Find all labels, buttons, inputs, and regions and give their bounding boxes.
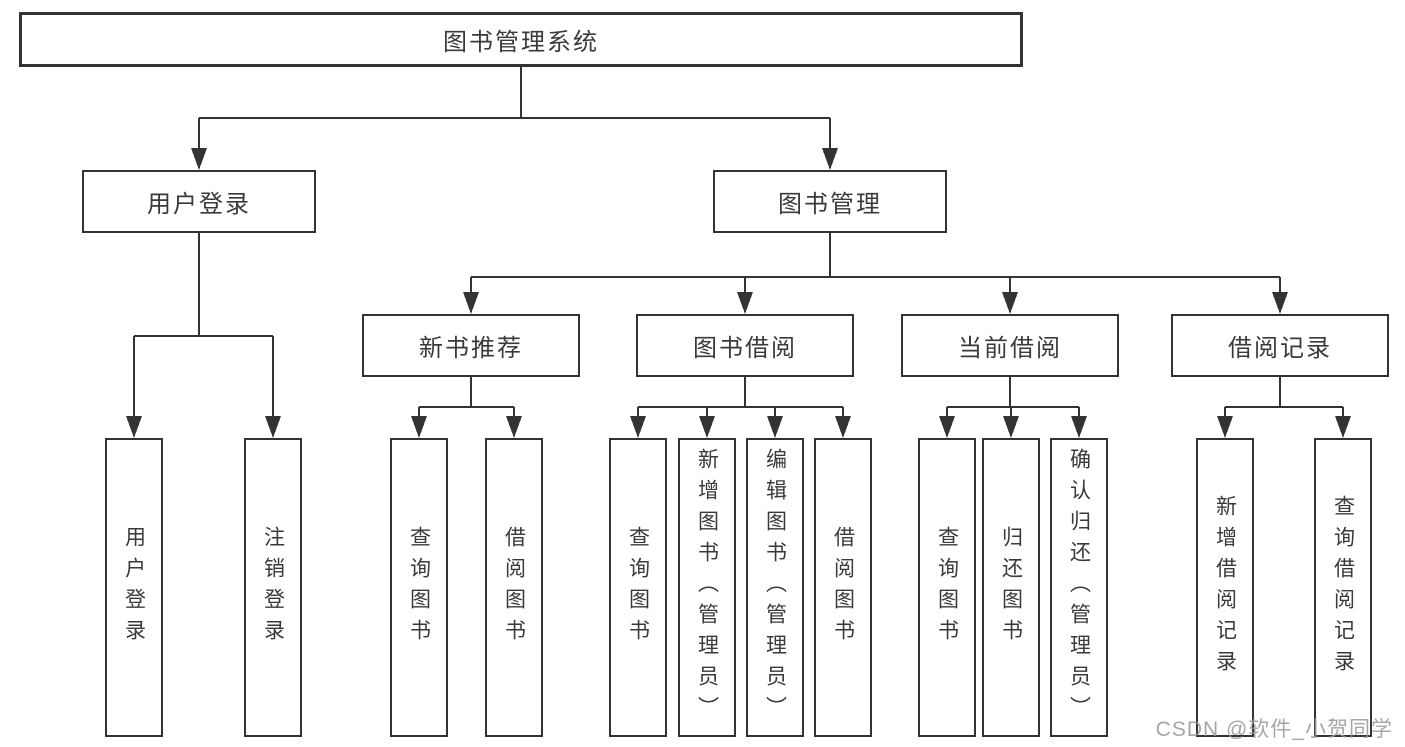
watermark: CSDN @软件_小贺同学 <box>1155 718 1393 741</box>
leaf-query-books-newbooks-label: 查询图书 <box>407 525 431 650</box>
connector-book-mgmt <box>470 233 1281 294</box>
arrow-down-icon <box>1335 416 1351 438</box>
connector-root <box>198 67 831 150</box>
arrow-down-icon <box>835 416 851 438</box>
node-current-borrow: 当前借阅 <box>901 314 1119 377</box>
arrow-down-icon <box>411 416 427 438</box>
node-new-books: 新书推荐 <box>362 314 580 377</box>
leaf-confirm-return-admin-label: 确认归还（管理员） <box>1067 448 1091 727</box>
node-root-label: 图书管理系统 <box>443 29 599 56</box>
leaf-add-borrow-record-label: 新增借阅记录 <box>1213 494 1237 681</box>
arrow-down-icon <box>506 416 522 438</box>
node-root: 图书管理系统 <box>19 12 1023 67</box>
node-current-borrow-label: 当前借阅 <box>958 335 1062 362</box>
arrow-down-icon <box>1003 416 1019 438</box>
arrow-down-icon <box>1071 416 1087 438</box>
connector-user-login <box>133 233 274 418</box>
arrow-down-icon <box>191 148 207 170</box>
leaf-confirm-return-admin: 确认归还（管理员） <box>1050 438 1108 737</box>
leaf-return-book-label: 归还图书 <box>999 525 1023 650</box>
connector-current-borrow <box>946 377 1080 418</box>
leaf-query-books-borrow: 查询图书 <box>609 438 667 737</box>
leaf-logout: 注销登录 <box>244 438 302 737</box>
node-user-login: 用户登录 <box>82 170 316 233</box>
node-book-borrow: 图书借阅 <box>636 314 854 377</box>
arrow-down-icon <box>630 416 646 438</box>
arrow-down-icon <box>737 292 753 314</box>
leaf-add-book-admin: 新增图书（管理员） <box>678 438 736 737</box>
arrow-down-icon <box>265 416 281 438</box>
arrow-down-icon <box>1002 292 1018 314</box>
leaf-query-books-newbooks: 查询图书 <box>390 438 448 737</box>
leaf-logout-label: 注销登录 <box>261 525 285 650</box>
node-user-login-label: 用户登录 <box>147 191 251 218</box>
connector-book-borrow <box>637 377 844 418</box>
leaf-query-books-current-label: 查询图书 <box>935 525 959 650</box>
arrow-down-icon <box>699 416 715 438</box>
leaf-borrow-books-borrow-label: 借阅图书 <box>831 525 855 650</box>
arrow-down-icon <box>1217 416 1233 438</box>
arrow-down-icon <box>767 416 783 438</box>
leaf-borrow-books-newbooks: 借阅图书 <box>485 438 543 737</box>
connector-borrow-records <box>1224 377 1344 418</box>
arrow-down-icon <box>822 148 838 170</box>
leaf-add-book-admin-label: 新增图书（管理员） <box>695 448 719 727</box>
leaf-user-login-label: 用户登录 <box>122 525 146 650</box>
node-book-mgmt-label: 图书管理 <box>778 191 882 218</box>
leaf-borrow-books-newbooks-label: 借阅图书 <box>502 525 526 650</box>
leaf-user-login: 用户登录 <box>105 438 163 737</box>
leaf-query-books-current: 查询图书 <box>918 438 976 737</box>
leaf-return-book: 归还图书 <box>982 438 1040 737</box>
arrow-down-icon <box>463 292 479 314</box>
arrow-down-icon <box>126 416 142 438</box>
leaf-query-borrow-record: 查询借阅记录 <box>1314 438 1372 737</box>
arrow-down-icon <box>939 416 955 438</box>
leaf-edit-book-admin-label: 编辑图书（管理员） <box>763 448 787 727</box>
leaf-edit-book-admin: 编辑图书（管理员） <box>746 438 804 737</box>
connector-new-books <box>418 377 515 418</box>
leaf-add-borrow-record: 新增借阅记录 <box>1196 438 1254 737</box>
node-borrow-records-label: 借阅记录 <box>1228 335 1332 362</box>
node-borrow-records: 借阅记录 <box>1171 314 1389 377</box>
leaf-borrow-books-borrow: 借阅图书 <box>814 438 872 737</box>
node-book-borrow-label: 图书借阅 <box>693 335 797 362</box>
arrowheads <box>126 148 1351 438</box>
leaf-query-books-borrow-label: 查询图书 <box>626 525 650 650</box>
node-new-books-label: 新书推荐 <box>419 335 523 362</box>
node-book-mgmt: 图书管理 <box>713 170 947 233</box>
leaf-query-borrow-record-label: 查询借阅记录 <box>1331 494 1355 681</box>
arrow-down-icon <box>1272 292 1288 314</box>
